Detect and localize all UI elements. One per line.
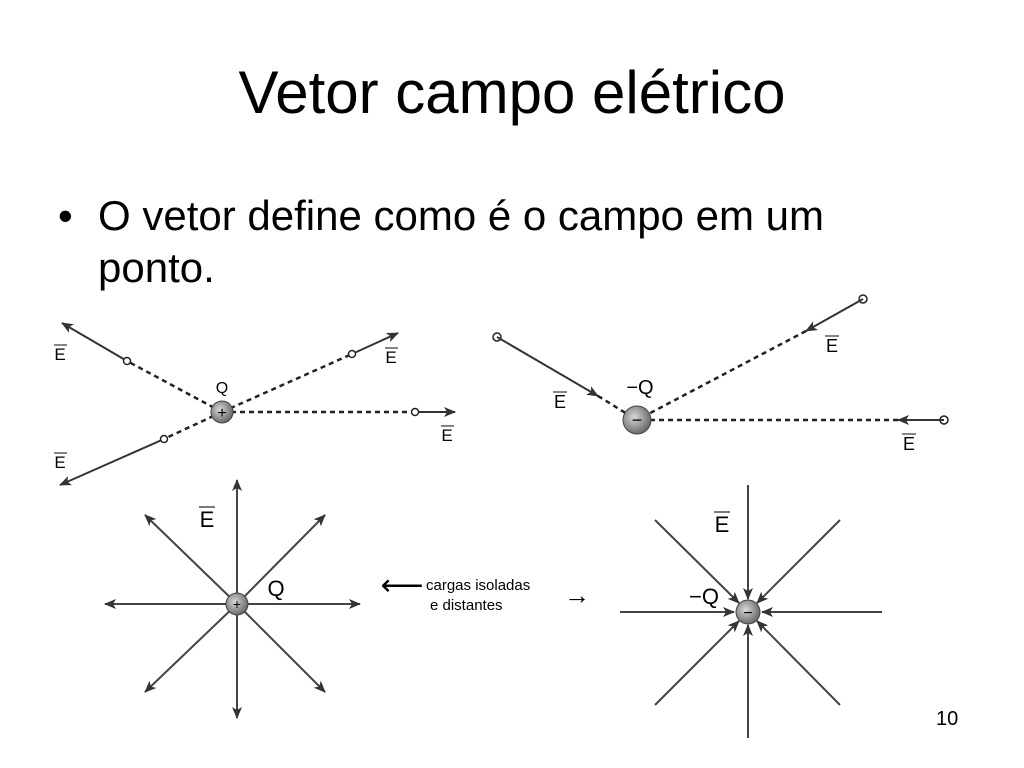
field-line-downright — [236, 603, 326, 693]
field-label-e: E — [200, 507, 215, 532]
positive-charge — [210, 400, 234, 424]
field-label-e: E — [903, 434, 915, 454]
field-line-upleft — [144, 514, 238, 605]
right-arrow-icon: → — [564, 580, 590, 610]
page-number: 10 — [936, 708, 959, 730]
minus-sign: − — [743, 605, 752, 622]
point-marker — [410, 407, 420, 417]
field-line-from-downleft — [654, 620, 740, 706]
charge-label-q: Q — [216, 380, 228, 397]
field-arrow-upright — [351, 332, 399, 355]
field-arrow-toward-charge — [805, 298, 864, 332]
bullet-text: O vetor define como é o campo em um pont… — [98, 192, 824, 291]
dashed-line-upright — [221, 352, 353, 414]
positive-charge-vectors-panel: + Q E E E E — [54, 322, 456, 486]
minus-sign: − — [632, 410, 643, 430]
plus-sign: + — [217, 405, 226, 422]
field-label-e: E — [441, 426, 452, 445]
negative-charge-field-lines-panel: − −Q E — [620, 485, 882, 738]
field-arrow-downleft — [59, 438, 165, 486]
field-line-downleft — [144, 603, 238, 693]
field-label-e: E — [715, 512, 730, 537]
field-line-from-upright — [756, 519, 841, 604]
positive-charge-field-lines-panel: + Q E — [104, 479, 361, 719]
field-label-e: E — [385, 348, 396, 367]
bullet-item: • O vetor define como é o campo em um po… — [58, 190, 938, 294]
point-marker — [159, 434, 169, 444]
slide-title: Vetor campo elétrico — [238, 59, 786, 126]
field-label-e: E — [826, 336, 838, 356]
charge-label-q: Q — [267, 576, 284, 601]
field-arrow-upleft — [61, 322, 128, 362]
dashed-line — [636, 329, 807, 422]
charge-label-neg-q: −Q — [689, 584, 719, 609]
note-line-2: e distantes — [430, 597, 503, 614]
field-label-e: E — [554, 392, 566, 412]
bullet-dot-icon: • — [58, 192, 73, 239]
field-line-from-downright — [756, 620, 841, 706]
positive-charge — [225, 592, 249, 616]
plus-sign: + — [233, 596, 241, 612]
point-marker — [122, 356, 132, 366]
field-arrow-toward-charge — [496, 336, 599, 397]
field-line-from-upleft — [654, 519, 740, 604]
negative-charge — [622, 405, 652, 435]
field-label-e: E — [54, 345, 65, 364]
point-marker — [347, 349, 357, 359]
field-line-upright — [236, 514, 326, 605]
negative-charge-vectors-panel: − −Q E E E — [492, 294, 949, 454]
dashed-line-upleft — [126, 359, 223, 414]
field-label-e: E — [54, 453, 65, 472]
negative-charge — [735, 599, 761, 625]
note-line-1: cargas isoladas — [426, 577, 531, 594]
left-arrow-icon: ⟵ — [380, 569, 423, 602]
charge-label-neg-q: −Q — [626, 377, 653, 399]
